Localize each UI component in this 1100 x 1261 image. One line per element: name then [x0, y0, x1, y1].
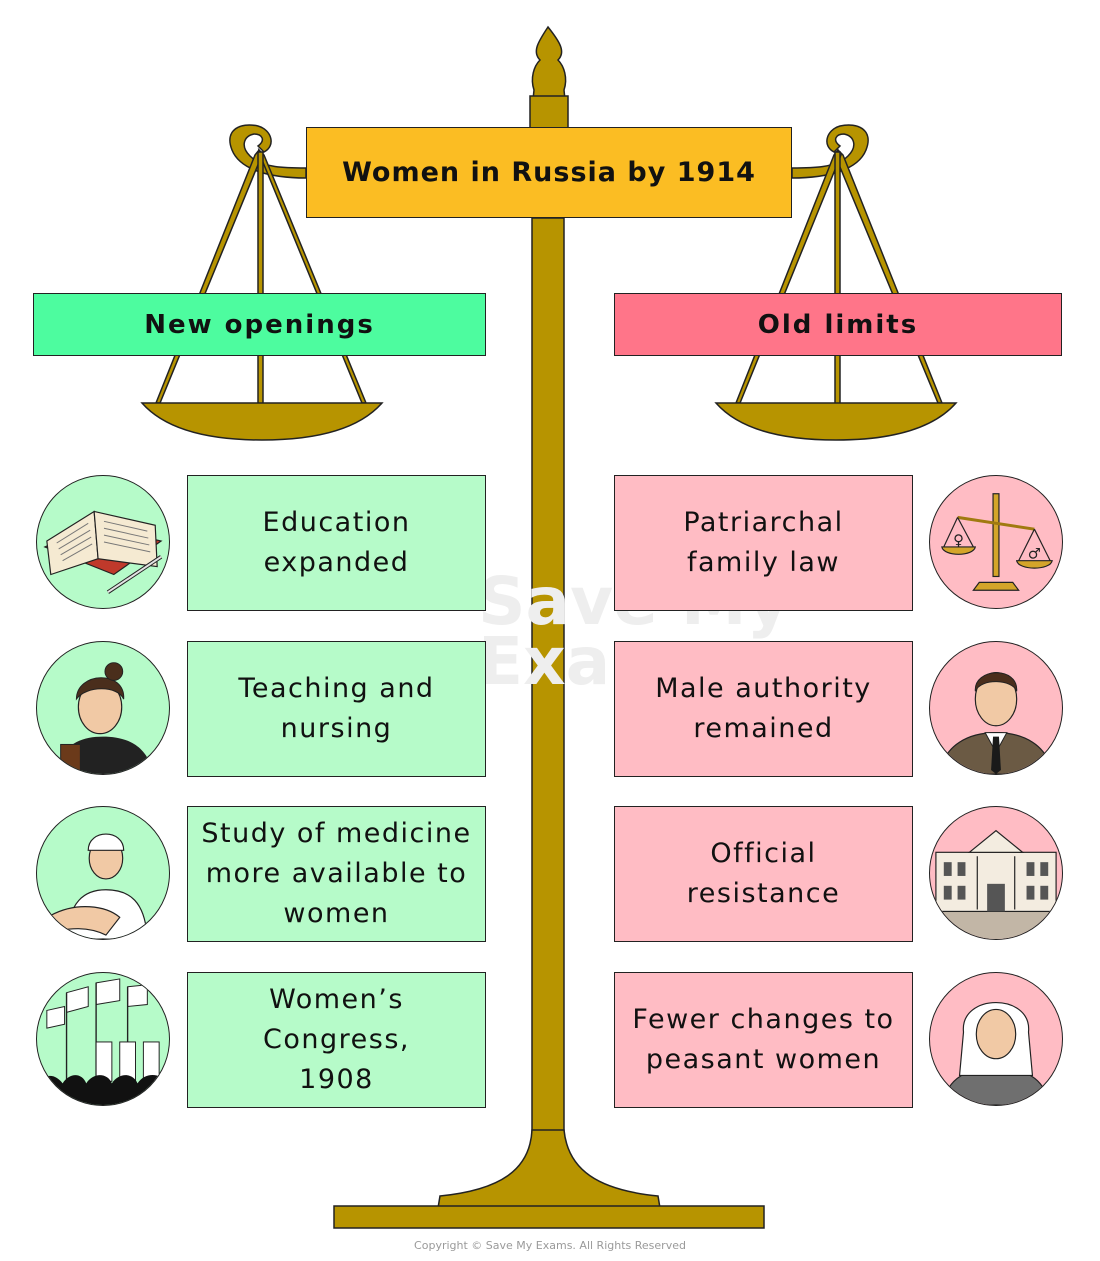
peasant-woman-icon — [929, 972, 1063, 1106]
open-book-icon — [36, 475, 170, 609]
man-portrait-icon — [929, 641, 1063, 775]
scale-foot — [333, 1205, 765, 1229]
scale-arm-left — [229, 124, 307, 179]
scale-arm-right — [791, 124, 869, 179]
scale-pan-right — [714, 402, 958, 441]
scale-pan-left — [140, 402, 384, 441]
nurse-icon — [36, 806, 170, 940]
scale-base — [437, 1129, 661, 1209]
scale-top-neck — [529, 95, 569, 129]
svg-text:♂: ♂ — [1028, 546, 1041, 563]
header-new-openings: New openings — [33, 293, 486, 356]
svg-text:♀: ♀ — [953, 532, 964, 549]
teacher-icon — [36, 641, 170, 775]
diagram-title: Women in Russia by 1914 — [306, 127, 792, 218]
header-old-limits: Old limits — [614, 293, 1062, 356]
government-building-icon — [929, 806, 1063, 940]
congress-flags-icon — [36, 972, 170, 1106]
unequal-scales-icon: ♀ ♂ — [929, 475, 1063, 609]
copyright-notice: Copyright © Save My Exams. All Rights Re… — [414, 1239, 686, 1252]
